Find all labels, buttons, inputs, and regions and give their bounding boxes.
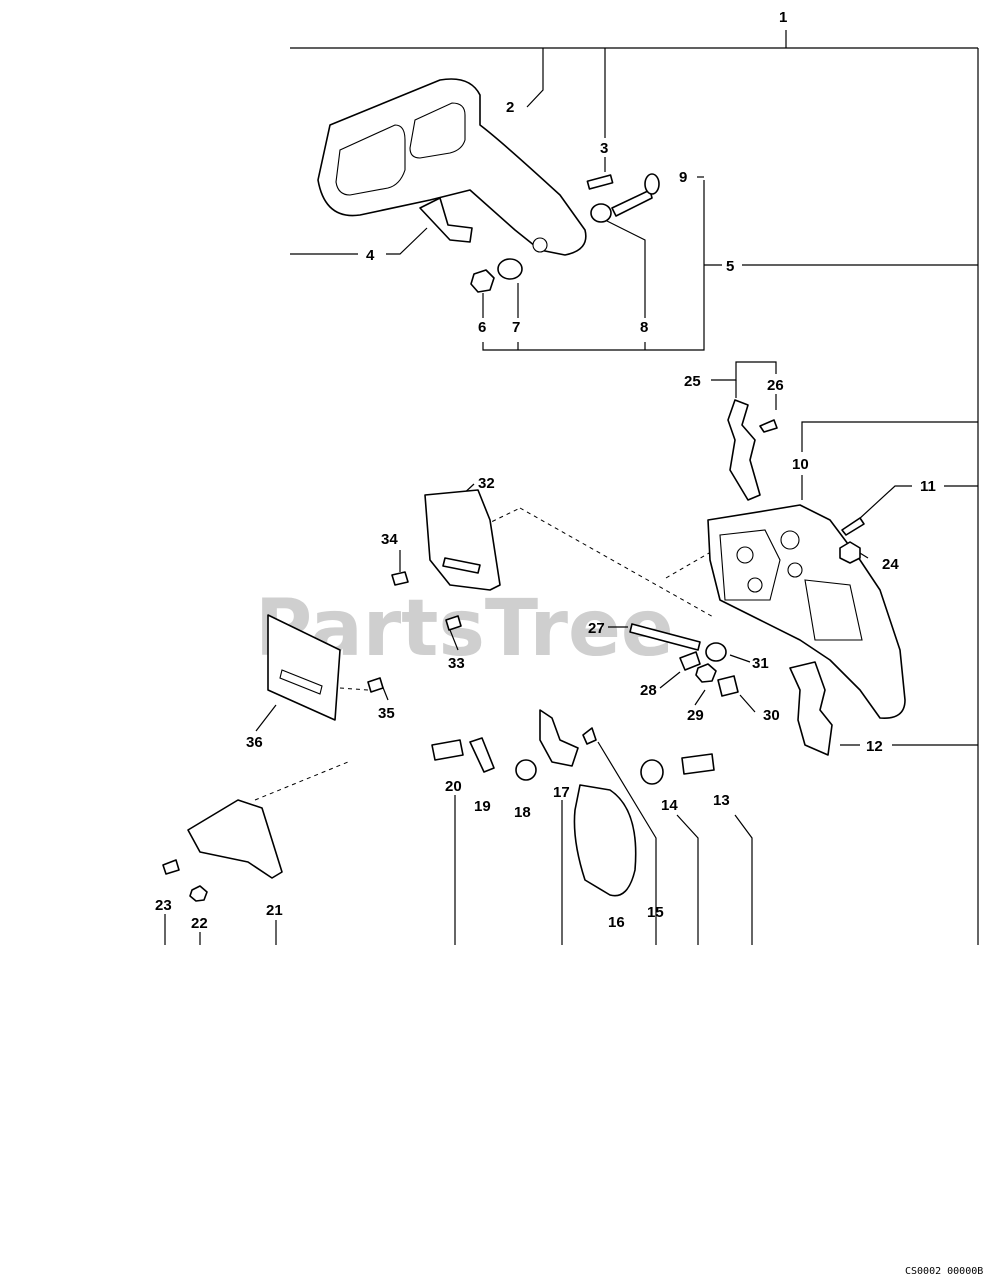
callout-36: 36 [246, 734, 263, 751]
callout-3: 3 [600, 140, 608, 157]
pin-15-part [582, 727, 597, 745]
screw-34-part [391, 571, 409, 586]
callout-15: 15 [647, 904, 664, 921]
nut-29-part [695, 663, 717, 683]
callout-6: 6 [478, 319, 486, 336]
callout-27: 27 [588, 620, 605, 637]
callout-32: 32 [478, 475, 495, 492]
callout-18: 18 [514, 804, 531, 821]
sleeve-28-part [679, 651, 701, 671]
guide-plate-36-part [267, 614, 341, 721]
clip-part [419, 197, 473, 243]
callout-28: 28 [640, 682, 657, 699]
callout-4: 4 [366, 247, 375, 264]
callout-8: 8 [640, 319, 648, 336]
callout-26: 26 [767, 377, 784, 394]
bolt-23-part [162, 859, 180, 875]
leader-lines [164, 30, 979, 945]
collar-7-part [497, 258, 523, 280]
spring-20-part [431, 739, 464, 761]
bolt-27-part [629, 623, 701, 651]
callout-1: 1 [779, 9, 787, 26]
callout-35: 35 [378, 705, 395, 722]
nut-22-part [189, 885, 208, 902]
bushing-18-part [515, 759, 537, 781]
callout-21: 21 [266, 902, 283, 919]
callout-12: 12 [866, 738, 883, 755]
lever-25-part [727, 399, 761, 501]
callout-2: 2 [506, 99, 514, 116]
callout-10: 10 [792, 456, 809, 473]
sprocket-guard-21-part [187, 799, 283, 879]
callout-5: 5 [726, 258, 734, 275]
callout-24: 24 [882, 556, 899, 573]
square-nut-30-part [717, 675, 739, 697]
callout-9: 9 [679, 169, 687, 186]
drawing-code: CS0002 00000B [905, 1266, 983, 1277]
callout-23: 23 [155, 897, 172, 914]
callout-30: 30 [763, 707, 780, 724]
bushing-14-part [640, 759, 664, 785]
callout-13: 13 [713, 792, 730, 809]
callout-16: 16 [608, 914, 625, 931]
cap-31-part [705, 642, 727, 662]
block-13-part [681, 753, 715, 775]
link-19-part [469, 737, 495, 773]
screw-26-part [759, 419, 778, 433]
callouts: 1 2 3 4 5 6 7 8 9 10 11 12 13 14 15 16 1… [155, 9, 936, 932]
callout-29: 29 [687, 707, 704, 724]
callout-33: 33 [448, 655, 465, 672]
washer-8-part [590, 203, 612, 223]
callout-25: 25 [684, 373, 701, 390]
lever-17-part [539, 709, 579, 767]
plate-12-part [789, 661, 833, 756]
callout-20: 20 [445, 778, 462, 795]
plate-32-part [424, 489, 501, 591]
screw-33-part [445, 615, 462, 631]
callout-34: 34 [381, 531, 398, 548]
callout-17: 17 [553, 784, 570, 801]
screw-35-part [367, 677, 384, 693]
callout-31: 31 [752, 655, 769, 672]
nut-24-part [839, 541, 861, 564]
callout-19: 19 [474, 798, 491, 815]
plate-slot [442, 557, 481, 574]
callout-14: 14 [661, 797, 678, 814]
pin-part [586, 174, 614, 190]
nut-6-part [470, 269, 495, 293]
bolt-11-part [841, 517, 865, 536]
brake-band-16-part [573, 784, 637, 897]
callout-22: 22 [191, 915, 208, 932]
callout-11: 11 [920, 478, 936, 495]
bolt-9-part [611, 189, 653, 217]
front-hand-guard-part [317, 78, 587, 256]
callout-7: 7 [512, 319, 520, 336]
